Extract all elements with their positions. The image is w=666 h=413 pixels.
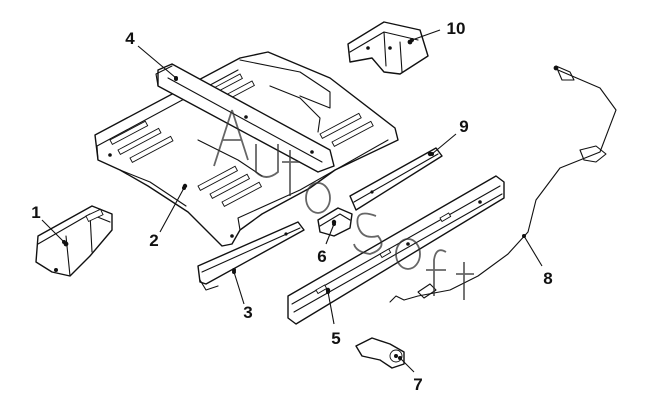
- callout-3: 3: [232, 270, 253, 322]
- rail-part-9: [349, 147, 443, 211]
- callout-label: 1: [31, 203, 40, 222]
- cable-part-8: [389, 65, 617, 303]
- callout-7: 7: [398, 356, 423, 394]
- bracket-part-7: [355, 337, 405, 369]
- callout-2: 2: [149, 186, 186, 250]
- callout-10: 10: [410, 19, 465, 42]
- clip-part-6: [317, 207, 353, 237]
- callout-8: 8: [522, 234, 553, 288]
- callout-5: 5: [326, 290, 341, 348]
- bracket-part-1: [35, 205, 113, 277]
- callout-label: 7: [413, 375, 422, 394]
- callout-label: 2: [149, 231, 158, 250]
- callout-label: 6: [317, 247, 326, 266]
- floor-pan-part: [94, 51, 399, 247]
- cross-member-part: [155, 63, 335, 173]
- bracket-part-10: [347, 21, 429, 75]
- callout-label: 10: [447, 19, 466, 38]
- callout-label: 4: [125, 29, 135, 48]
- callout-label: 8: [543, 269, 552, 288]
- callout-9: 9: [430, 117, 469, 156]
- callout-1: 1: [31, 203, 66, 244]
- callout-4: 4: [125, 29, 178, 80]
- callout-label: 3: [243, 303, 252, 322]
- callout-label: 9: [459, 117, 468, 136]
- callout-6: 6: [317, 222, 336, 266]
- callout-label: 5: [331, 329, 340, 348]
- autosoft-watermark: [213, 109, 474, 300]
